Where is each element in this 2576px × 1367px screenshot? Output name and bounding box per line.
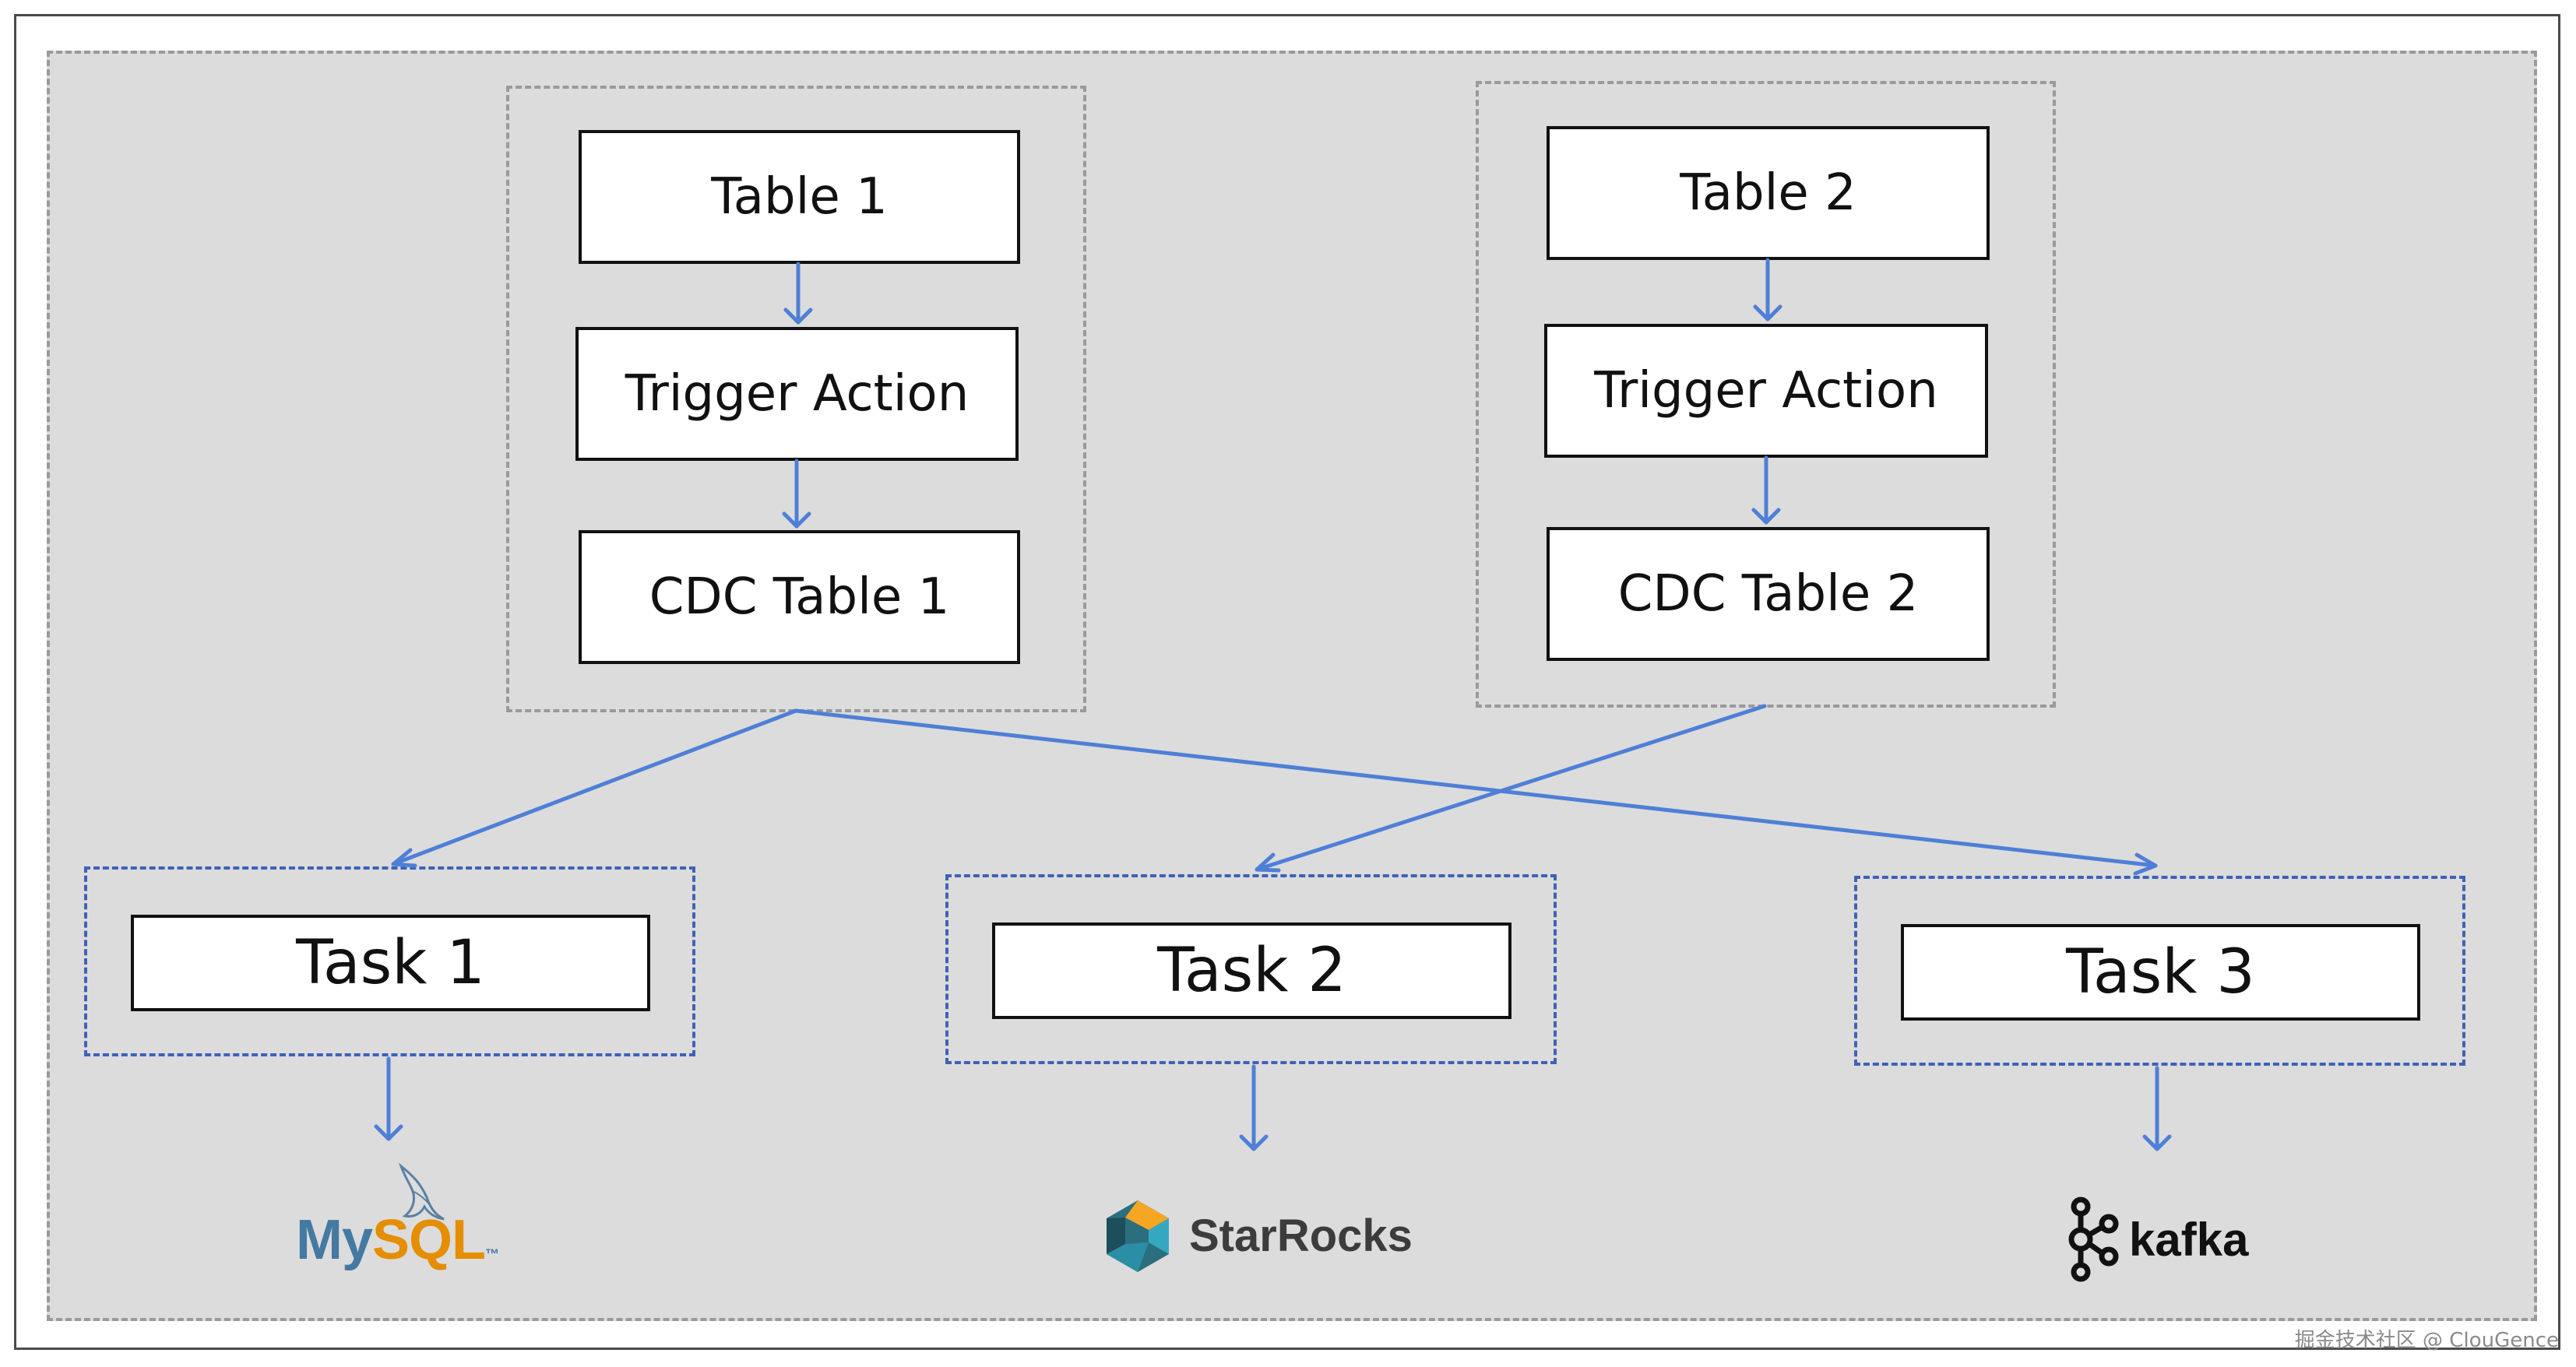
task-1-label: Task 1: [296, 928, 485, 998]
task-1-box: Task 1: [131, 915, 650, 1011]
table-2-label: Table 2: [1680, 164, 1856, 222]
task-2-box: Task 2: [992, 922, 1511, 1019]
task-3-box: Task 3: [1901, 924, 2420, 1021]
cdc-table-1-box: CDC Table 1: [579, 530, 1020, 664]
trigger-action-2-label: Trigger Action: [1594, 362, 1938, 420]
table-1-label: Table 1: [711, 168, 888, 226]
task-2-label: Task 2: [1157, 936, 1346, 1006]
cdc-table-1-label: CDC Table 1: [649, 568, 950, 626]
trigger-action-1-box: Trigger Action: [575, 327, 1019, 461]
mysql-logo: MySQL™: [296, 1160, 499, 1284]
cdc-table-2-label: CDC Table 2: [1617, 565, 1919, 623]
diagram-background: [47, 51, 2537, 1321]
task-group-3: [1854, 876, 2465, 1066]
task-3-label: Task 3: [2066, 937, 2255, 1007]
table-1-box: Table 1: [579, 130, 1020, 264]
task-group-1: [84, 866, 695, 1056]
watermark: 掘金技术社区 @ ClouGence: [2294, 1329, 2559, 1352]
task-group-2: [945, 874, 1557, 1064]
starrocks-icon: [1107, 1200, 1169, 1272]
starrocks-logo: StarRocks: [1102, 1199, 1413, 1277]
kafka-logo: kafka: [2065, 1196, 2268, 1289]
trigger-action-2-box: Trigger Action: [1544, 324, 1988, 458]
cdc-table-2-box: CDC Table 2: [1547, 527, 1990, 661]
table-2-box: Table 2: [1547, 126, 1990, 260]
trigger-action-1-label: Trigger Action: [625, 365, 970, 423]
dolphin-icon: [398, 1162, 445, 1221]
kafka-icon: [2068, 1197, 2119, 1282]
